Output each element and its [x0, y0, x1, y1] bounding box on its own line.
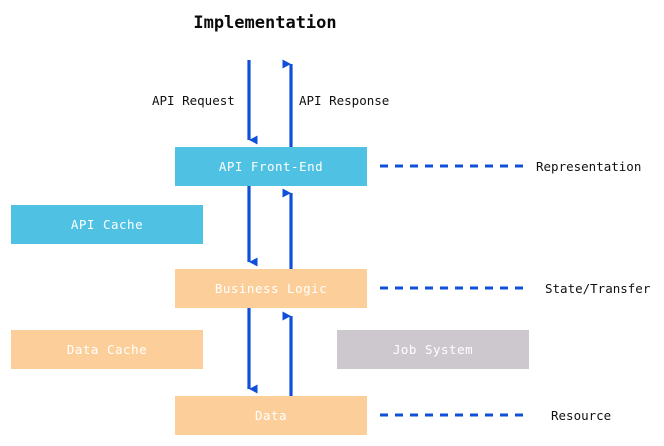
- side-label-resource: Resource: [551, 408, 612, 423]
- box-data[interactable]: Data: [175, 396, 367, 435]
- page-title: Implementation: [193, 13, 337, 33]
- box-job-system[interactable]: Job System: [337, 330, 529, 369]
- box-label-api-front-end: API Front-End: [218, 159, 324, 174]
- flow-label-api-response: API Response: [299, 93, 390, 108]
- flow-label-api-request: API Request: [152, 93, 235, 108]
- box-label-data: Data: [254, 408, 288, 423]
- side-label-representation: Representation: [536, 159, 642, 174]
- box-label-data-cache: Data Cache: [66, 342, 148, 357]
- box-api-front-end[interactable]: API Front-End: [175, 147, 367, 186]
- box-label-api-cache: API Cache: [70, 217, 144, 232]
- box-api-cache[interactable]: API Cache: [11, 205, 203, 244]
- box-label-business-logic: Business Logic: [214, 281, 328, 296]
- box-data-cache[interactable]: Data Cache: [11, 330, 203, 369]
- box-label-job-system: Job System: [392, 342, 474, 357]
- box-business-logic[interactable]: Business Logic: [175, 269, 367, 308]
- side-label-state-transfer: State/Transfer: [545, 281, 651, 296]
